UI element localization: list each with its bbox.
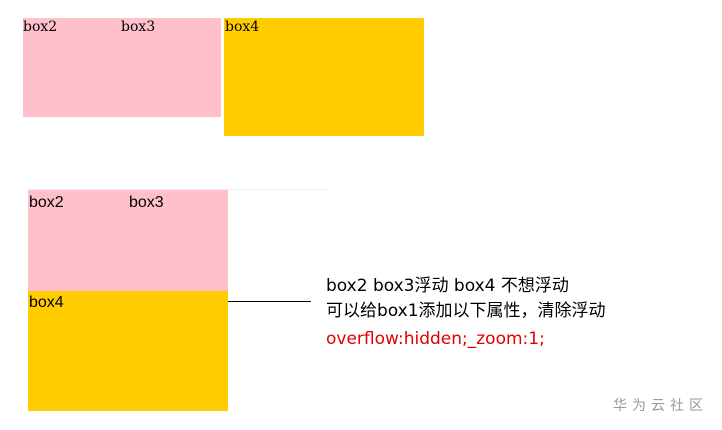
bottom-box4 [28,291,228,411]
top-box4-label: box4 [225,19,260,35]
top-box2-label: box2 [23,19,58,35]
top-box3-label: box3 [121,19,156,35]
bottom-box2-label: box2 [29,194,64,211]
bottom-box4-label: box4 [29,294,64,311]
watermark-logo-text: 华为云社区 [613,398,708,414]
annotation-code: overflow:hidden;_zoom:1; [326,329,545,349]
bottom-box2-box3-area [28,190,228,291]
annotation-line-2: 可以给box1添加以下属性，清除浮动 [326,301,606,321]
annotation-line-1: box2 box3浮动 box4 不想浮动 [326,276,569,296]
bottom-box3-label: box3 [129,194,164,211]
top-box2-box3-area [23,18,221,117]
top-box4 [224,18,424,136]
annotation-connector-line [228,301,311,302]
container-top-border [28,189,328,190]
